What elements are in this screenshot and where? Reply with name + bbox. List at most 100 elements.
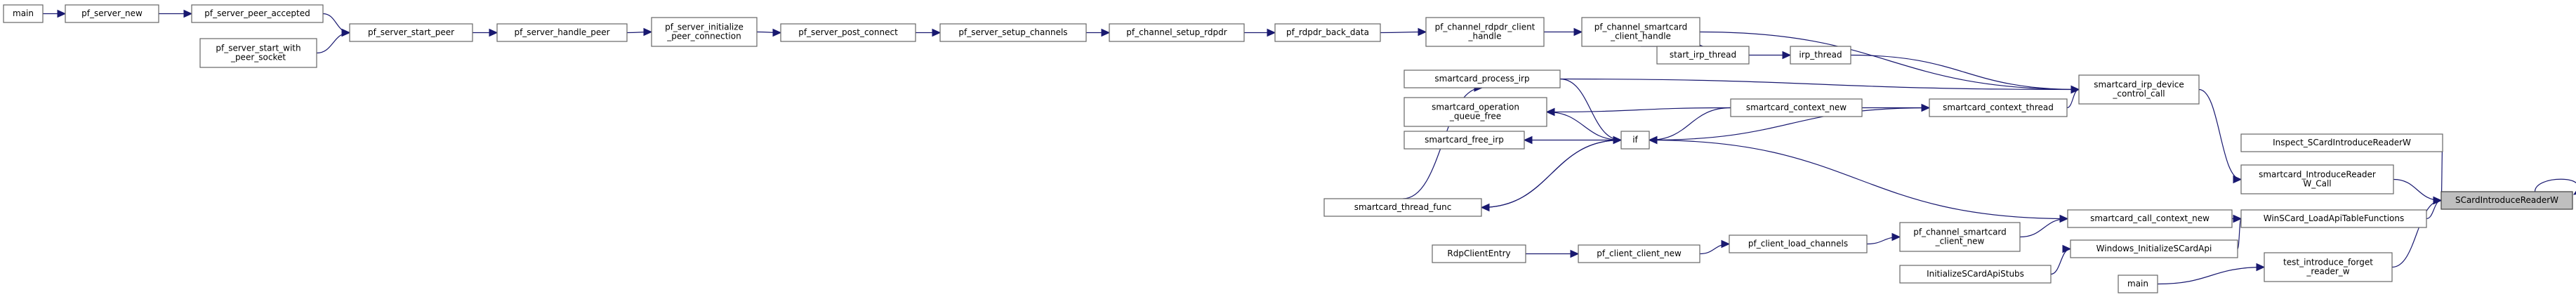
node-label: _client_handle xyxy=(1610,32,1671,41)
node-box xyxy=(2067,209,2233,228)
node-scardintroducereaderw[interactable]: SCardIntroduceReaderW xyxy=(2440,191,2573,210)
node-box xyxy=(1730,98,1863,117)
arrowhead xyxy=(183,9,193,18)
node-smartcard-introducereaderw-call[interactable]: smartcard_IntroduceReaderW_Call xyxy=(2240,164,2394,194)
edge-pf-channel-rdpdr-client-handle-to-pf-channel-smartcard-client-handle xyxy=(1544,27,1583,37)
edge-line xyxy=(1481,139,1622,209)
node-label: smartcard_IntroduceReader xyxy=(2259,170,2376,180)
node-label: pf_server_setup_channels xyxy=(958,27,1067,37)
node-if-node[interactable]: if xyxy=(1620,131,1650,150)
node-box xyxy=(65,4,159,23)
node-label: if xyxy=(1632,135,1638,145)
node-label: pf_server_peer_accepted xyxy=(204,8,310,18)
node-pf-channel-setup-rdpdr[interactable]: pf_channel_setup_rdpdr xyxy=(1109,23,1245,42)
edge-line xyxy=(1546,111,1622,141)
node-smartcard-irp-device-control-call[interactable]: smartcard_irp_device_control_call xyxy=(2078,74,2200,105)
edge-if-node-to-smartcard-thread-func xyxy=(1480,139,1622,212)
edge-pf-server-setup-channels-to-pf-channel-setup-rdpdr xyxy=(1086,28,1111,37)
arrowhead xyxy=(2059,214,2069,223)
node-label: Windows_InitializeSCardApi xyxy=(2096,244,2212,253)
node-main-b[interactable]: main xyxy=(2118,275,2158,293)
node-label: pf_server_start_peer xyxy=(368,27,454,37)
node-rdpcliententry[interactable]: RdpClientEntry xyxy=(1432,244,1526,263)
edge-smartcard-context-thread-to-smartcard-irp-device-control-call xyxy=(2066,85,2080,109)
edge-pf-server-start-with-peer-socket-to-pf-server-start-peer xyxy=(316,28,351,54)
node-pf-server-setup-channels[interactable]: pf_server_setup_channels xyxy=(939,23,1087,42)
node-pf-client-client-new[interactable]: pf_client_client_new xyxy=(1578,244,1700,263)
node-box xyxy=(1729,234,1868,253)
node-smartcard-call-context-new[interactable]: smartcard_call_context_new xyxy=(2067,209,2233,228)
arrowhead xyxy=(1523,136,1533,145)
node-inspect-scardintroducereaderw[interactable]: Inspect_SCardIntroduceReaderW xyxy=(2240,133,2443,152)
node-box xyxy=(1620,131,1650,150)
node-label: pf_channel_smartcard xyxy=(1594,22,1688,32)
arrowhead xyxy=(1267,28,1276,37)
arrowhead xyxy=(2572,190,2576,195)
node-irp-thread[interactable]: irp_thread xyxy=(1790,46,1851,65)
node-label: pf_client_load_channels xyxy=(1748,239,1848,249)
node-smartcard-context-new[interactable]: smartcard_context_new xyxy=(1730,98,1863,117)
node-main-a[interactable]: main xyxy=(3,4,44,23)
node-pf-server-new[interactable]: pf_server_new xyxy=(65,4,159,23)
node-label: _peer_socket xyxy=(230,53,286,62)
edge-start-irp-thread-to-irp-thread xyxy=(1749,51,1792,60)
node-box xyxy=(3,4,44,23)
node-smartcard-context-thread[interactable]: smartcard_context_thread xyxy=(1929,98,2068,117)
arrowhead xyxy=(341,28,351,37)
node-pf-server-start-with-peer-socket[interactable]: pf_server_start_with_peer_socket xyxy=(199,38,317,68)
edge-pf-rdpdr-back-data-to-pf-channel-rdpdr-client-handle xyxy=(1380,27,1427,37)
node-initializescardapistubs[interactable]: InitializeSCardApiStubs xyxy=(1899,265,2052,284)
node-start-irp-thread[interactable]: start_irp_thread xyxy=(1656,46,1750,65)
arrowhead xyxy=(1545,107,1555,117)
edge-main-b-to-test-introduce-forget-reader-w xyxy=(2157,263,2266,285)
node-pf-channel-smartcard-client-new[interactable]: pf_channel_smartcard_client_new xyxy=(1899,222,2021,252)
arrowhead xyxy=(2233,214,2243,223)
node-pf-server-initialize-peer-connection[interactable]: pf_server_initialize_peer_connection xyxy=(651,17,758,47)
node-test-introduce-forget-reader-w[interactable]: test_introduce_forget_reader_w xyxy=(2264,252,2393,282)
node-box xyxy=(2264,252,2393,282)
node-label: _client_new xyxy=(1935,237,1985,246)
node-smartcard-free-irp[interactable]: smartcard_free_irp xyxy=(1403,131,1525,150)
edge-pf-server-start-peer-to-pf-server-handle-peer xyxy=(473,28,498,37)
node-pf-server-post-connect[interactable]: pf_server_post_connect xyxy=(780,23,916,42)
edge-line xyxy=(1699,31,2080,91)
node-pf-channel-smartcard-client-handle[interactable]: pf_channel_smartcard_client_handle xyxy=(1581,17,1700,47)
edge-pf-client-client-new-to-pf-client-load-channels xyxy=(1699,239,1731,255)
edge-line xyxy=(2050,248,2071,275)
node-pf-server-peer-accepted[interactable]: pf_server_peer_accepted xyxy=(191,4,324,23)
node-smartcard-operation-queue-free[interactable]: smartcard_operation_queue_free xyxy=(1403,97,1547,127)
node-box xyxy=(1403,131,1525,150)
node-label: SCardIntroduceReaderW xyxy=(2455,195,2558,205)
edge-line xyxy=(1559,78,1622,141)
nodes-layer: main pf_server_new pf_server_peer_accepted… xyxy=(3,4,2573,293)
edge-test-introduce-forget-reader-w-to-scardintroducereaderw xyxy=(2391,196,2443,268)
edge-line xyxy=(1546,107,1731,113)
node-pf-channel-rdpdr-client-handle[interactable]: pf_channel_rdpdr_client_handle xyxy=(1425,17,1545,47)
node-box xyxy=(1899,222,2021,252)
node-box xyxy=(349,23,473,42)
node-box xyxy=(199,38,317,68)
node-label: pf_server_initialize xyxy=(665,22,744,32)
node-box xyxy=(939,23,1087,42)
arrowhead xyxy=(1418,27,1427,37)
node-label: smartcard_operation xyxy=(1432,103,1519,112)
node-pf-server-start-peer[interactable]: pf_server_start_peer xyxy=(349,23,473,42)
arrowhead xyxy=(2233,175,2243,184)
node-pf-rdpdr-back-data[interactable]: pf_rdpdr_back_data xyxy=(1274,23,1381,42)
node-pf-client-load-channels[interactable]: pf_client_load_channels xyxy=(1729,234,1868,253)
node-box xyxy=(2078,74,2200,105)
node-box xyxy=(1403,70,1561,88)
node-box xyxy=(651,17,758,47)
node-label: pf_client_client_new xyxy=(1597,249,1682,258)
node-label: start_irp_thread xyxy=(1670,50,1736,60)
node-smartcard-process-irp[interactable]: smartcard_process_irp xyxy=(1403,70,1561,88)
edge-smartcard-context-new-to-if-node xyxy=(1648,107,1731,145)
arrowhead xyxy=(489,28,498,37)
arrowhead xyxy=(2256,263,2266,272)
node-windows-initializescardapi[interactable]: Windows_InitializeSCardApi xyxy=(2070,239,2238,258)
node-pf-server-handle-peer[interactable]: pf_server_handle_peer xyxy=(496,23,628,42)
node-smartcard-thread-func[interactable]: smartcard_thread_func xyxy=(1323,198,1482,217)
node-winscard-loadapitablefunctions[interactable]: WinSCard_LoadApiTableFunctions xyxy=(2240,209,2427,228)
node-label: pf_channel_smartcard xyxy=(1913,227,2007,237)
node-label: WinSCard_LoadApiTableFunctions xyxy=(2264,213,2405,223)
